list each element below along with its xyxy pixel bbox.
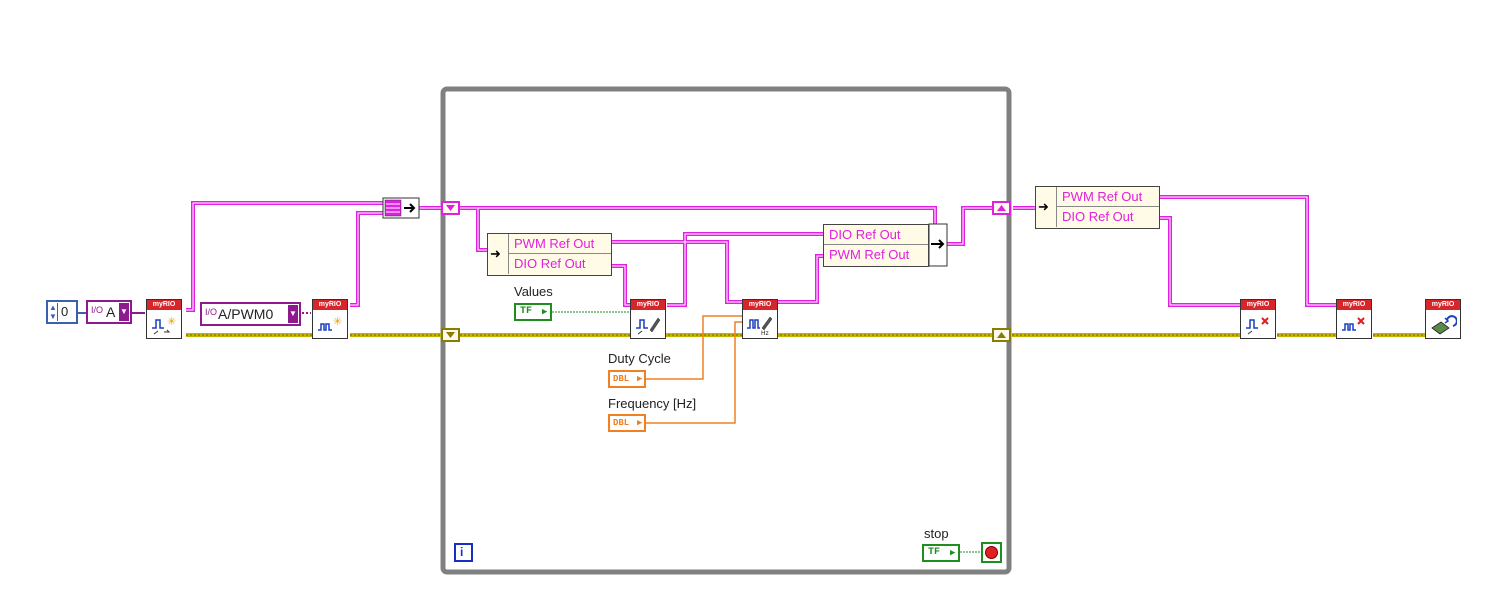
dio-write-icon (636, 317, 661, 335)
dbl-wires (646, 315, 742, 424)
pwm-open-vi[interactable]: myRIO ✳ (312, 299, 348, 339)
frequency-label: Frequency [Hz] (608, 396, 697, 411)
numeric-constant[interactable]: ▲▼ 0 (46, 300, 78, 324)
stop-button-control[interactable]: TF ▶ (922, 544, 960, 562)
pwm-channel-ring[interactable]: I/O A/PWM0 ▼ (200, 302, 301, 326)
unbundle-element[interactable]: DIO Ref Out (514, 256, 586, 271)
output-arrow-icon: ▶ (542, 307, 548, 317)
dbl-glyph: DBL (613, 374, 630, 384)
pwm-write-vi[interactable]: myRIO Hz (742, 299, 778, 339)
bundle-element[interactable]: PWM Ref Out (829, 247, 910, 262)
svg-text:✳: ✳ (167, 315, 176, 328)
unbundle-element[interactable]: PWM Ref Out (509, 234, 611, 254)
reset-icon (1431, 315, 1457, 335)
chevron-down-icon[interactable]: ▼ (288, 305, 298, 323)
pwm-close-vi[interactable]: myRIO (1336, 299, 1372, 339)
dio-close-vi[interactable]: myRIO (1240, 299, 1276, 339)
io-icon: I/O (91, 305, 104, 315)
values-label: Values (514, 284, 553, 299)
shift-register-left-error[interactable] (441, 328, 460, 342)
dio-write-vi[interactable]: myRIO (630, 299, 666, 339)
bool-glyph: TF (928, 547, 941, 558)
values-boolean-control[interactable]: TF ▶ (514, 303, 552, 321)
pwm-write-icon: Hz (747, 316, 773, 336)
vi-header: myRIO (1241, 300, 1275, 310)
arrow-right-icon: ➜ (1038, 199, 1049, 214)
output-arrow-icon: ▶ (637, 374, 643, 384)
dio-close-icon (1246, 317, 1269, 335)
duty-cycle-label: Duty Cycle (608, 351, 671, 366)
svg-text:Hz: Hz (761, 330, 769, 336)
numeric-increment-icon[interactable]: ▲▼ (49, 303, 58, 321)
stop-condition-terminal[interactable] (981, 542, 1002, 563)
dio-open-icon: ✳ (152, 315, 176, 335)
iteration-label: i (460, 545, 464, 559)
while-loop[interactable] (440, 86, 1012, 575)
output-arrow-icon: ▶ (950, 548, 956, 558)
chevron-down-icon[interactable]: ▼ (119, 303, 129, 321)
bundle-node-in-loop[interactable] (928, 223, 948, 267)
vi-header: myRIO (147, 300, 181, 310)
dio-open-vi[interactable]: myRIO ✳ (146, 299, 182, 339)
frequency-control[interactable]: DBL ▶ (608, 414, 646, 432)
duty-cycle-control[interactable]: DBL ▶ (608, 370, 646, 388)
unbundle-by-name-after-loop[interactable]: ➜ PWM Ref Out DIO Ref Out (1035, 186, 1160, 229)
bool-glyph: TF (520, 306, 533, 317)
vi-header: myRIO (1426, 300, 1460, 310)
shift-register-right-error[interactable] (992, 328, 1011, 342)
resource-ring-value: A (106, 304, 116, 320)
output-arrow-icon: ▶ (637, 418, 643, 428)
bundle-node-pre-loop[interactable] (382, 197, 420, 219)
vi-header: myRIO (743, 300, 777, 310)
unbundle-element[interactable]: PWM Ref Out (1057, 187, 1159, 207)
svg-text:✳: ✳ (333, 315, 342, 328)
pwm-close-icon (1342, 317, 1365, 331)
numeric-value: 0 (61, 304, 69, 319)
unbundle-by-name-in-loop[interactable]: ➜ PWM Ref Out DIO Ref Out (487, 233, 612, 276)
vi-header: myRIO (631, 300, 665, 310)
arrow-right-icon: ➜ (490, 246, 501, 261)
stop-label: stop (924, 526, 949, 541)
bundle-element[interactable]: DIO Ref Out (824, 225, 928, 245)
shift-register-left-refnum[interactable] (441, 201, 460, 215)
resource-ring[interactable]: I/O A ▼ (86, 300, 132, 324)
vi-header: myRIO (313, 300, 347, 310)
reset-fpga-vi[interactable]: myRIO (1425, 299, 1461, 339)
vi-header: myRIO (1337, 300, 1371, 310)
shift-register-right-refnum[interactable] (992, 201, 1011, 215)
bundle-by-name-in-loop[interactable]: DIO Ref Out PWM Ref Out (823, 224, 929, 267)
pwm-channel-value: A/PWM0 (218, 306, 274, 322)
pwm-open-icon: ✳ (318, 315, 342, 331)
io-icon: I/O (205, 307, 218, 317)
unbundle-element[interactable]: DIO Ref Out (1062, 209, 1134, 224)
dbl-glyph: DBL (613, 418, 630, 428)
iteration-terminal (454, 543, 473, 562)
